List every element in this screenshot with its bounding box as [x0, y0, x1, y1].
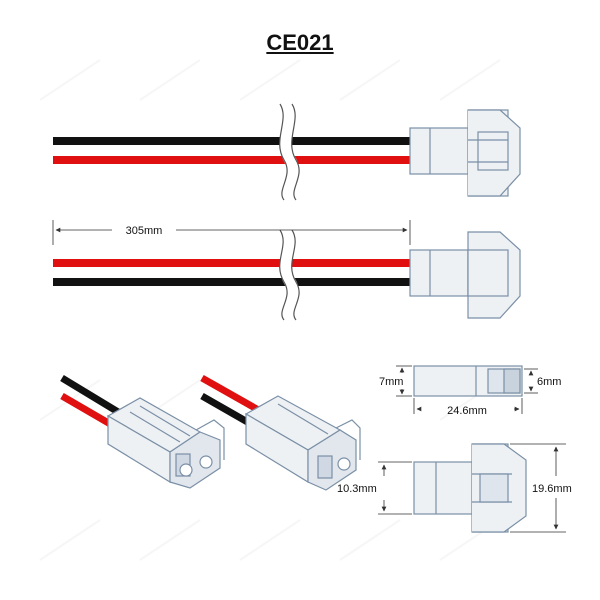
front-inner-label: 10.3mm	[337, 483, 377, 495]
product-code-title: CE021	[266, 30, 334, 55]
cable-length-label: 305mm	[126, 225, 163, 237]
length-label: 24.6mm	[447, 405, 487, 417]
cable-length-dimension: 305mm	[52, 220, 411, 245]
height-label-right: 6mm	[537, 376, 561, 388]
wire-red	[200, 374, 264, 416]
connector-housing-icon	[409, 109, 521, 197]
break-mark-icon	[279, 100, 300, 204]
height-label-left: 7mm	[379, 376, 403, 388]
iso-connector-right	[200, 374, 361, 491]
iso-connector-left	[60, 375, 225, 489]
front-outer-label: 19.6mm	[532, 483, 572, 495]
top-view-drawing: 10.3mm 19.6mm	[337, 443, 572, 533]
side-view-drawing: 7mm 6mm 24.6mm	[379, 365, 561, 417]
cable-assembly-middle: 305mm	[52, 220, 521, 324]
connector-housing-icon	[413, 365, 523, 397]
connector-housing-icon	[244, 395, 361, 491]
cable-assembly-top	[53, 100, 521, 204]
break-mark-icon	[279, 226, 300, 324]
connector-housing-icon	[409, 231, 521, 319]
connector-housing-icon	[106, 397, 225, 489]
connector-housing-icon	[413, 443, 527, 533]
